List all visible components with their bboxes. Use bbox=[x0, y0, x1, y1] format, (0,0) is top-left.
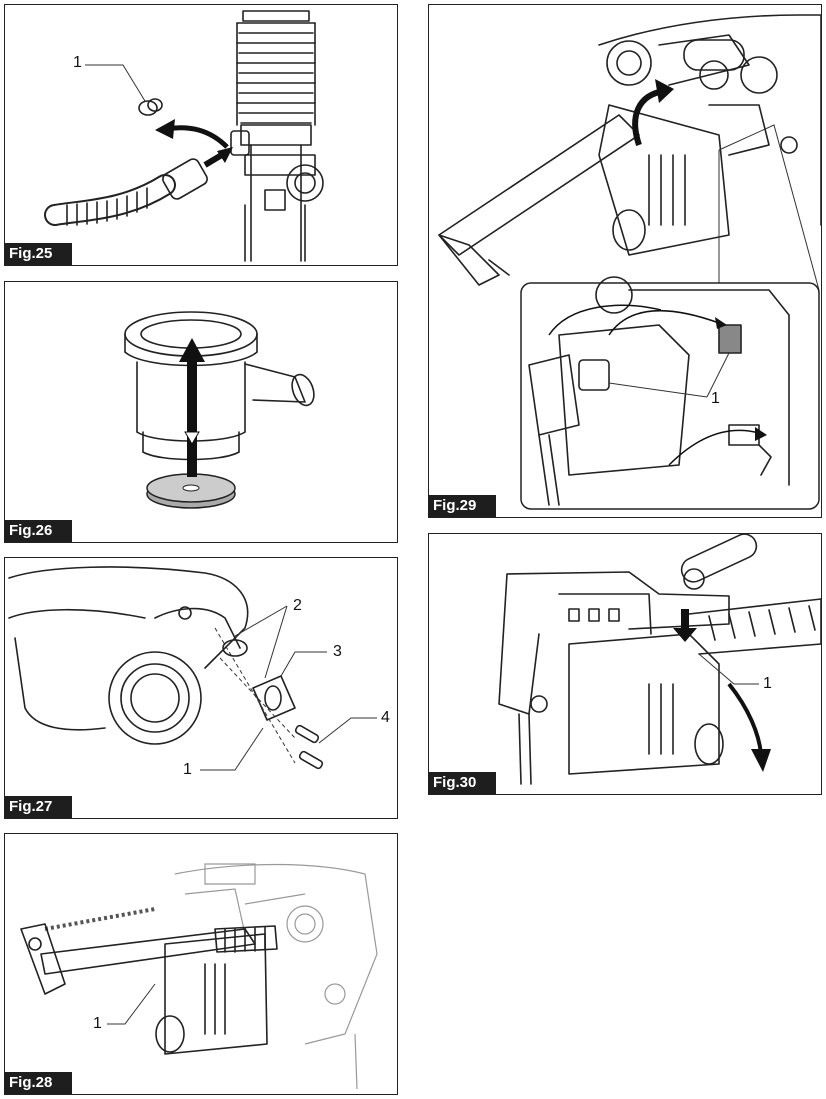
fig26-illustration bbox=[124, 311, 315, 509]
fig29-label: Fig.29 bbox=[429, 495, 497, 517]
fig26-filter-disc bbox=[146, 473, 236, 509]
fig30-label: Fig.30 bbox=[429, 772, 497, 794]
fig26-label: Fig.26 bbox=[5, 520, 73, 542]
fig29-illustration bbox=[438, 14, 821, 510]
fig30-illustration bbox=[498, 534, 821, 785]
fig30-callout-1: 1 bbox=[763, 675, 772, 692]
fig25-label: Fig.25 bbox=[5, 243, 73, 265]
fig27-callout-4: 4 bbox=[381, 709, 390, 726]
fig27-callout-2: 2 bbox=[293, 597, 302, 614]
figure-28-panel: 1 Fig.28 bbox=[4, 833, 398, 1095]
fig25-cap bbox=[138, 98, 163, 116]
fig28-illustration bbox=[20, 863, 378, 1090]
fig29-callout-1: 1 bbox=[711, 390, 720, 407]
figure-26-panel: Fig.26 bbox=[4, 281, 398, 543]
fig28-callout-1: 1 bbox=[93, 1015, 102, 1032]
figure-29-panel: 1 Fig.29 bbox=[428, 4, 822, 518]
fig25-illustration bbox=[44, 10, 324, 262]
fig27-illustration bbox=[8, 566, 377, 771]
fig27-label: Fig.27 bbox=[5, 796, 73, 818]
fig25-callout-1: 1 bbox=[73, 54, 82, 71]
fig28-label: Fig.28 bbox=[5, 1072, 73, 1094]
fig27-callout-1: 1 bbox=[183, 761, 192, 778]
figure-30-panel: 1 Fig.30 bbox=[428, 533, 822, 795]
fig27-callout-3: 3 bbox=[333, 643, 342, 660]
figure-25-panel: 1 Fig.25 bbox=[4, 4, 398, 266]
figure-27-panel: 2 3 4 1 Fig.27 bbox=[4, 557, 398, 819]
